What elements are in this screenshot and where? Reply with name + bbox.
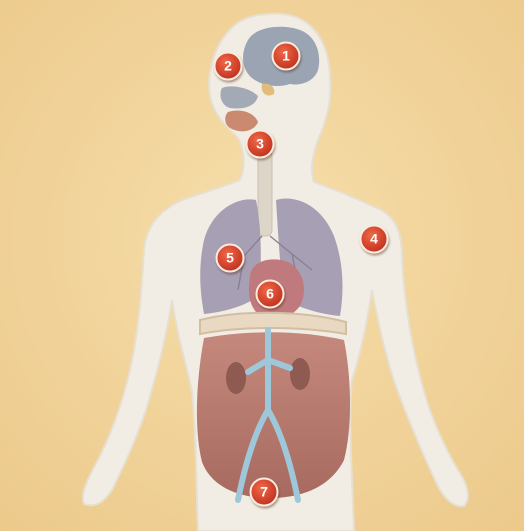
trachea-shape: [258, 150, 272, 236]
right-kidney-shape: [290, 358, 310, 390]
marker-4[interactable]: 4: [360, 225, 389, 254]
marker-6[interactable]: 6: [256, 280, 285, 309]
marker-5[interactable]: 5: [216, 244, 245, 273]
marker-2[interactable]: 2: [214, 52, 243, 81]
marker-1[interactable]: 1: [272, 42, 301, 71]
marker-7[interactable]: 7: [250, 478, 279, 507]
left-kidney-shape: [226, 362, 246, 394]
marker-3[interactable]: 3: [246, 130, 275, 159]
